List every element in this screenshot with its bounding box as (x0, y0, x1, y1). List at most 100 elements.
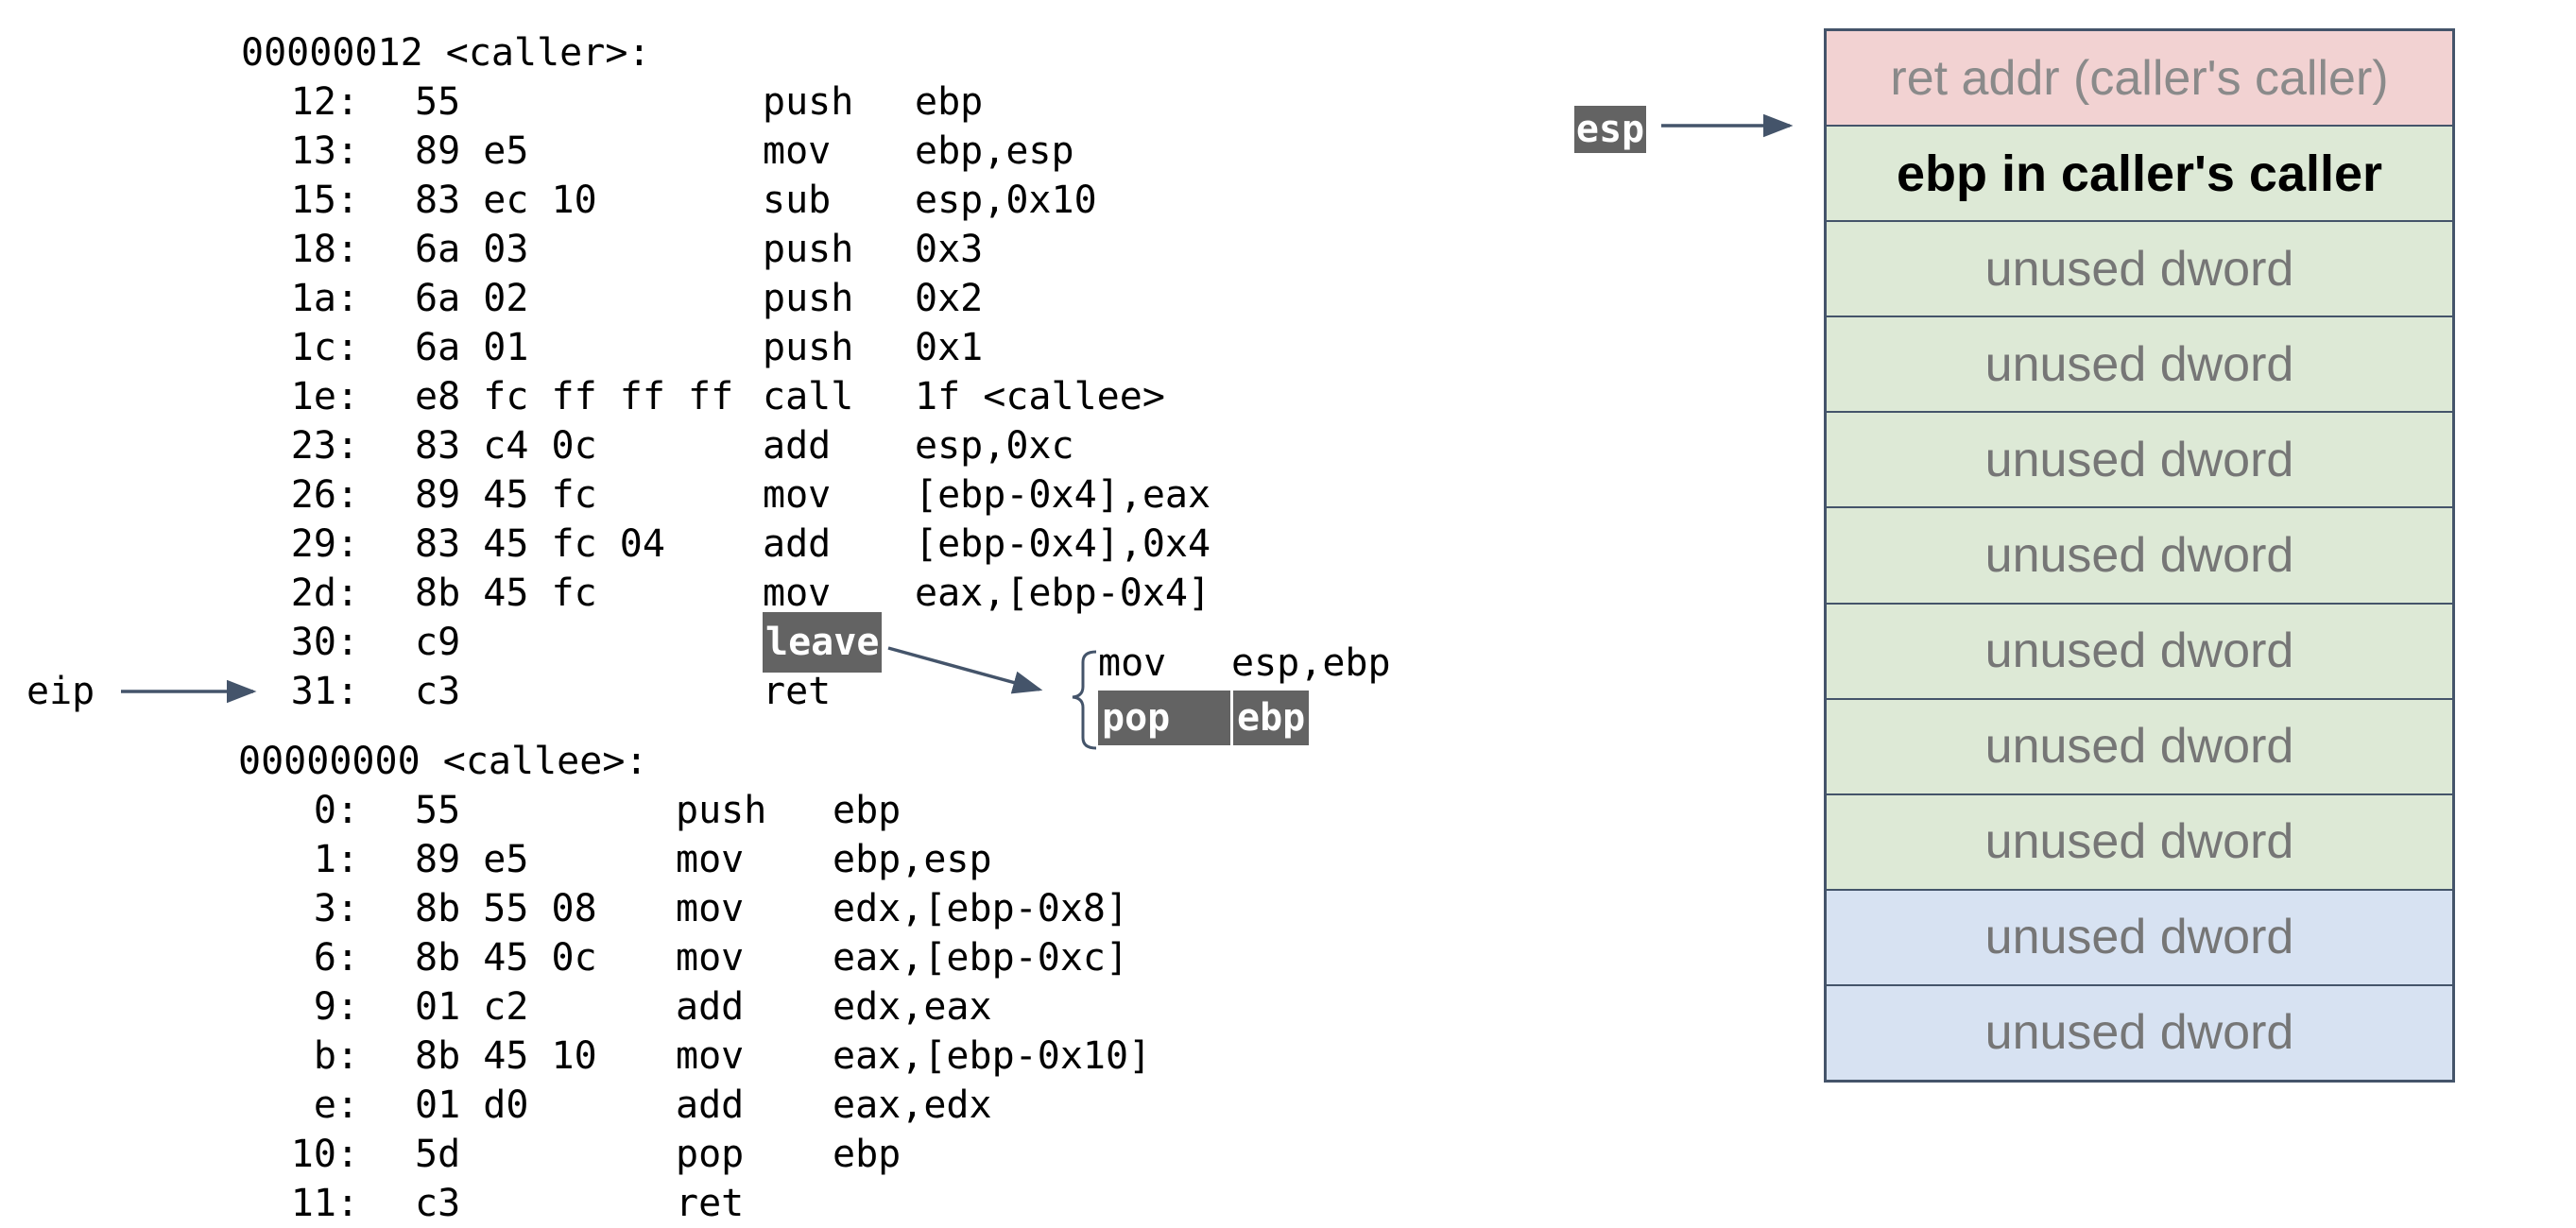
addr: 1c: (290, 326, 359, 369)
expansion-pop-line: pop ebp (1098, 691, 1391, 745)
addr: 11: (290, 1182, 359, 1225)
bytes: 83 45 fc 04 (415, 522, 665, 566)
stack-row: unused dword (1827, 888, 2452, 984)
mnemonic: ret (763, 670, 832, 713)
addr: 12: (290, 80, 359, 124)
mnemonic: push (763, 326, 854, 369)
operands: esp,0x10 (915, 179, 1097, 222)
caller-header: 00000012 <caller>: (241, 31, 651, 75)
bytes: 83 ec 10 (415, 179, 597, 222)
stack-row-label: unused dword (1984, 814, 2294, 870)
callee-header: 00000000 <callee>: (238, 740, 648, 783)
stack-row-saved-ebp: ebp in caller's caller (1827, 125, 2452, 221)
bytes: c9 (415, 621, 461, 664)
mnemonic: mov (676, 1034, 745, 1078)
mnemonic: call (763, 375, 854, 418)
addr: 3: (313, 887, 359, 930)
bytes: 8b 45 0c (415, 936, 597, 980)
addr: 2d: (290, 571, 359, 615)
operands: 0x3 (915, 228, 984, 271)
addr: 31: (290, 670, 359, 713)
bytes: e8 fc ff ff ff (415, 375, 734, 418)
bytes: 6a 02 (415, 277, 529, 320)
operands: eax,[ebp-0x4] (915, 571, 1211, 615)
mnemonic: mov (676, 838, 745, 881)
caller-line: 15: 83 ec 10 sub esp,0x10 (241, 176, 1211, 225)
mnemonic: mov (676, 887, 745, 930)
mnemonic: push (763, 277, 854, 320)
mnemonic: mov (763, 129, 832, 173)
stack-row-label: unused dword (1984, 528, 2294, 584)
operands: [ebp-0x4],0x4 (915, 522, 1211, 566)
stack-row-label: ret addr (caller's caller) (1890, 50, 2389, 106)
addr: 1: (313, 838, 359, 881)
operands: edx,eax (833, 985, 992, 1029)
addr: 1e: (290, 375, 359, 418)
mnemonic: pop (676, 1133, 745, 1176)
mnemonic: add (676, 985, 745, 1029)
mnemonic: mov (763, 473, 832, 517)
mnemonic: push (763, 228, 854, 271)
ebp-highlight: ebp (1233, 691, 1310, 745)
stack-row-label: unused dword (1984, 241, 2294, 297)
caller-line: 23: 83 c4 0c add esp,0xc (241, 421, 1211, 470)
callee-line: 10: 5d pop ebp (238, 1130, 1151, 1179)
stack-row: unused dword (1827, 793, 2452, 889)
bytes: 55 (415, 789, 461, 832)
addr: e: (313, 1083, 359, 1127)
operands: 1f <callee> (915, 375, 1165, 418)
mnemonic: add (763, 424, 832, 468)
bytes: 89 e5 (415, 838, 529, 881)
addr: 29: (290, 522, 359, 566)
bytes: 83 c4 0c (415, 424, 597, 468)
esp-register-label: esp (1574, 106, 1646, 153)
mnemonic: sub (763, 179, 832, 222)
stack-row-label: ebp in caller's caller (1896, 145, 2383, 202)
stack-row-label: unused dword (1984, 623, 2294, 679)
stack-row: unused dword (1827, 983, 2452, 1081)
addr: 23: (290, 424, 359, 468)
addr: b: (313, 1034, 359, 1078)
addr: 15: (290, 179, 359, 222)
addr: 26: (290, 473, 359, 517)
bytes: 8b 55 08 (415, 887, 597, 930)
addr: 6: (313, 936, 359, 980)
operands: esp,ebp (1231, 641, 1391, 685)
addr: 1a: (290, 277, 359, 320)
caller-line: 1e: e8 fc ff ff ff call 1f <callee> (241, 372, 1211, 421)
operands: ebp (833, 789, 902, 832)
stack-row-label: unused dword (1984, 719, 2294, 775)
operands: esp,0xc (915, 424, 1074, 468)
leave-highlight: leave (763, 612, 883, 673)
caller-line: 29: 83 45 fc 04 add [ebp-0x4],0x4 (241, 520, 1211, 569)
addr: 10: (290, 1133, 359, 1176)
bytes: 55 (415, 80, 461, 124)
operands: [ebp-0x4],eax (915, 473, 1211, 517)
mnemonic: add (763, 522, 832, 566)
addr: 18: (290, 228, 359, 271)
operands: ebp (833, 1133, 902, 1176)
stack-row: unused dword (1827, 506, 2452, 603)
operands: eax,[ebp-0x10] (833, 1034, 1152, 1078)
bytes: 5d (415, 1133, 461, 1176)
addr: 0: (313, 789, 359, 832)
bytes: 89 45 fc (415, 473, 597, 517)
bytes: 8b 45 fc (415, 571, 597, 615)
bytes: c3 (415, 1182, 461, 1225)
operands: ebp (915, 80, 984, 124)
caller-line: 26: 89 45 fc mov [ebp-0x4],eax (241, 470, 1211, 520)
stack-row: unused dword (1827, 411, 2452, 507)
bytes: 89 e5 (415, 129, 529, 173)
mnemonic: mov (1098, 641, 1167, 685)
